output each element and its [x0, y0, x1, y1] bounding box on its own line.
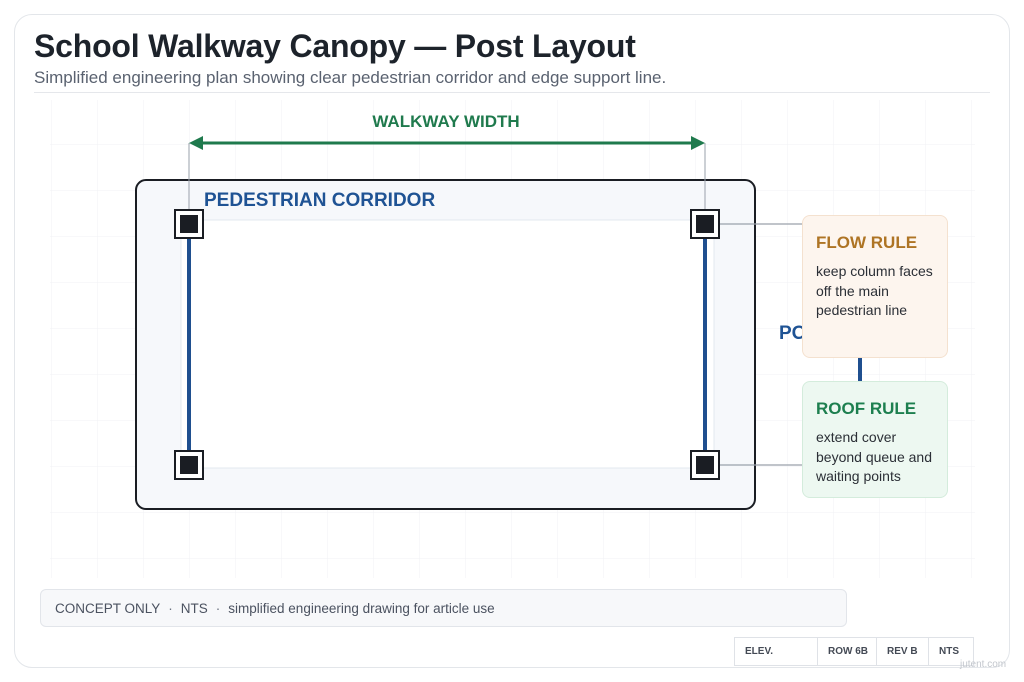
roof-rule-body: extend cover beyond queue and waiting po…: [816, 429, 932, 484]
footer-separator: ·: [215, 601, 221, 616]
walkway-width-label: WALKWAY WIDTH: [372, 112, 519, 131]
page-subtitle: Simplified engineering plan showing clea…: [34, 68, 667, 87]
footer-item-concept: CONCEPT ONLY: [55, 601, 161, 616]
header-divider: [34, 92, 990, 93]
title-block-elevation: ELEV.: [735, 638, 818, 665]
corridor-area: [180, 219, 715, 469]
flow-rule-note: FLOW RULE keep column faces off the main…: [802, 215, 948, 358]
dimension-arrow-right: [691, 136, 705, 150]
title-block-scale: NTS: [939, 646, 959, 657]
title-block-revision: REV B: [877, 638, 929, 665]
post-line-label: PO: [779, 323, 806, 344]
flow-rule-body: keep column faces off the main pedestria…: [816, 263, 933, 318]
post-bottom-right: [690, 450, 720, 480]
page-title: School Walkway Canopy — Post Layout: [34, 28, 636, 64]
post-top-left: [174, 209, 204, 239]
roof-rule-title: ROOF RULE: [816, 399, 917, 418]
post-top-right: [690, 209, 720, 239]
roof-rule-note: ROOF RULE extend cover beyond queue and …: [802, 381, 948, 498]
pedestrian-corridor-label: PEDESTRIAN CORRIDOR: [204, 190, 435, 211]
title-block-row: ROW 6B: [818, 638, 877, 665]
title-block: ELEV. ROW 6B REV B NTS: [734, 637, 974, 666]
footer-item-scale: NTS: [180, 601, 208, 616]
post-bottom-left: [174, 450, 204, 480]
footer-note: CONCEPT ONLY · NTS · simplified engineering …: [40, 589, 847, 627]
footer-separator: ·: [168, 601, 173, 616]
flow-rule-title: FLOW RULE: [816, 233, 918, 252]
footer-item-description: simplified engineering drawing for artic…: [228, 601, 495, 616]
dimension-arrow-left: [189, 136, 203, 150]
watermark: jutent.com: [960, 659, 1007, 670]
